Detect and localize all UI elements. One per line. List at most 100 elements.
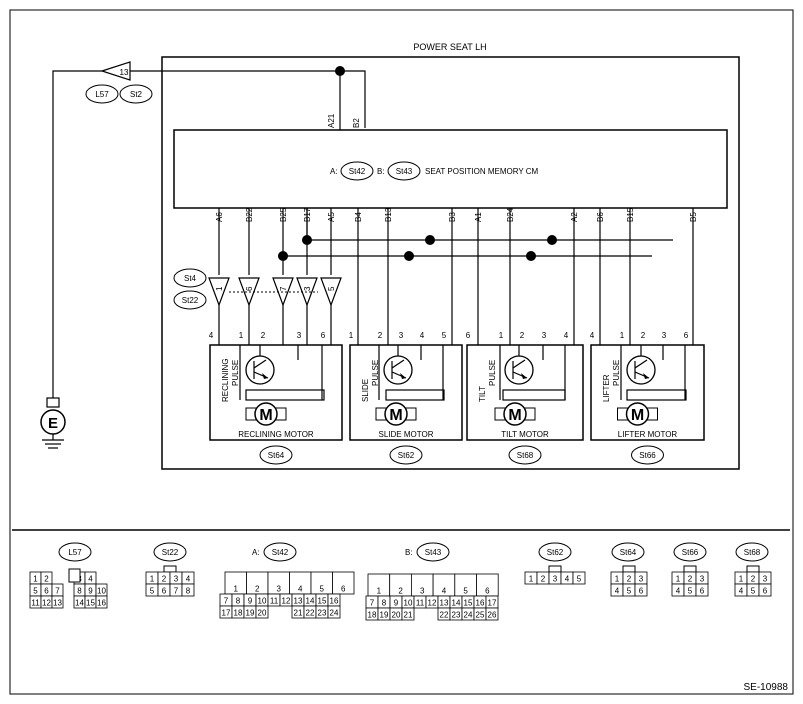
connector-pin-number: 3 (174, 575, 179, 584)
connector-pin-number: 4 (88, 575, 93, 584)
sensor-arrow (521, 373, 527, 379)
power-seat-title: POWER SEAT LH (413, 42, 486, 52)
connector-pin-number: 6 (44, 587, 49, 596)
connector-pin-number: 9 (88, 587, 93, 596)
feed-connector-pin: 13 (120, 68, 129, 77)
connector-pin-number: 16 (330, 597, 339, 606)
top-pin-a21: A21 (327, 113, 336, 128)
junction-tilt-upper (547, 235, 557, 245)
connector-pin-number: 1 (529, 575, 534, 584)
connector-pin-number: 10 (404, 599, 413, 608)
connector-view-label: St62 (547, 548, 564, 557)
pulse-sensor-icon (504, 355, 534, 385)
connector-view-prefix: A: (252, 548, 260, 557)
connector-pin-number: 5 (627, 587, 632, 596)
connector-latch (622, 565, 636, 573)
connector-view-label: St68 (744, 548, 761, 557)
motor-pin-label: 3 (399, 331, 404, 340)
connector-pin-number: 1 (676, 575, 681, 584)
connector-view-st66: St66 (673, 542, 707, 562)
pulse-label: PULSE (488, 360, 497, 386)
connector-pin-number: 4 (442, 587, 447, 596)
pulse-label: SLIDE (361, 379, 370, 402)
connector-view-label: L57 (68, 548, 82, 557)
junction-slide-lower (404, 251, 414, 261)
power-seat-box (161, 56, 740, 470)
pulse-sensor-icon (383, 355, 413, 385)
module-conn-a-label: St42 (349, 167, 366, 176)
connector-pin-number: 2 (627, 575, 632, 584)
connector-pin-number: 4 (615, 587, 620, 596)
connector-pin-number: 17 (488, 599, 497, 608)
motor-symbol: M (508, 407, 521, 424)
motor-connector-label: St66 (639, 451, 656, 460)
motor-connector-label: St64 (268, 451, 285, 460)
connector-view-badge (735, 542, 769, 562)
connector-pin-number: 8 (382, 599, 387, 608)
connector-pin-number: 15 (318, 597, 327, 606)
connector-pin-number: 3 (639, 575, 644, 584)
connector-pin-number: 6 (341, 585, 346, 594)
motor-connector-label: St62 (398, 451, 415, 460)
connector-pin-number: 23 (318, 609, 327, 618)
connector-view-label: St64 (620, 548, 637, 557)
connector-pin-number: 15 (86, 599, 95, 608)
motor-connector-badge (389, 445, 423, 465)
inline-connector-badge-st22 (173, 290, 207, 310)
motor-shaft-bar (502, 389, 566, 401)
pin-cell (758, 583, 772, 597)
connector-pin-number: 1 (150, 575, 155, 584)
junction-b17 (302, 235, 312, 245)
motor-icon (254, 402, 278, 426)
connector-pin-number: 11 (270, 597, 279, 606)
connector-pin-number: 13 (440, 599, 449, 608)
motor-pin-label: 2 (261, 331, 266, 340)
connector-views: L57St22A:St42B:St43St62St64St66St6812345… (29, 542, 772, 621)
connector-view-badge (611, 542, 645, 562)
connector-view-st68: St68 (735, 542, 769, 562)
motor-name: LIFTER MOTOR (618, 430, 678, 439)
top-pin-b2: B2 (352, 118, 361, 128)
inline-connector-pin-label: 5 (327, 286, 336, 291)
motor-connector-badge (508, 445, 542, 465)
motor-pin-label: 2 (520, 331, 525, 340)
connector-pin-number: 7 (224, 597, 229, 606)
connector-pin-number: 18 (368, 611, 377, 620)
inline-connector-pin-label: 1 (215, 286, 224, 291)
pin-cell (572, 571, 586, 585)
motor-pin-label: 1 (239, 331, 244, 340)
motor-shaft-bar (385, 389, 445, 401)
feed-circuit (42, 61, 366, 449)
pulse-sensor-icon (245, 355, 275, 385)
motor-pin-label: 6 (466, 331, 471, 340)
module-conn-b-badge (387, 161, 421, 181)
motor-shaft-bar (626, 389, 687, 401)
connector-view-badge (673, 542, 707, 562)
memory-control-module (173, 129, 728, 209)
motor-pin-label: 2 (641, 331, 646, 340)
connector-pin-number: 2 (255, 585, 260, 594)
module-conn-b-label: St43 (396, 167, 413, 176)
inline-connector-label-st4: St4 (184, 274, 197, 283)
connector-pin-number: 21 (294, 609, 303, 618)
pin-cell (327, 605, 341, 619)
connector-pin-number: 12 (42, 599, 51, 608)
connector-pin-number: 14 (75, 599, 84, 608)
connector-pin-number: 20 (392, 611, 401, 620)
connector-pin-number: 2 (162, 575, 167, 584)
connector-pin-number: 12 (428, 599, 437, 608)
connector-pin-number: 14 (452, 599, 461, 608)
connector-view-label: St66 (682, 548, 699, 557)
connector-pin-number: 5 (751, 587, 756, 596)
connector-view-label: St22 (162, 548, 179, 557)
motor-pin-label: 4 (420, 331, 425, 340)
feed-connector-label-st2: St2 (130, 90, 143, 99)
connector-pin-number: 9 (394, 599, 399, 608)
motor-shaft-bar (245, 389, 325, 401)
pin-cell (51, 595, 64, 609)
